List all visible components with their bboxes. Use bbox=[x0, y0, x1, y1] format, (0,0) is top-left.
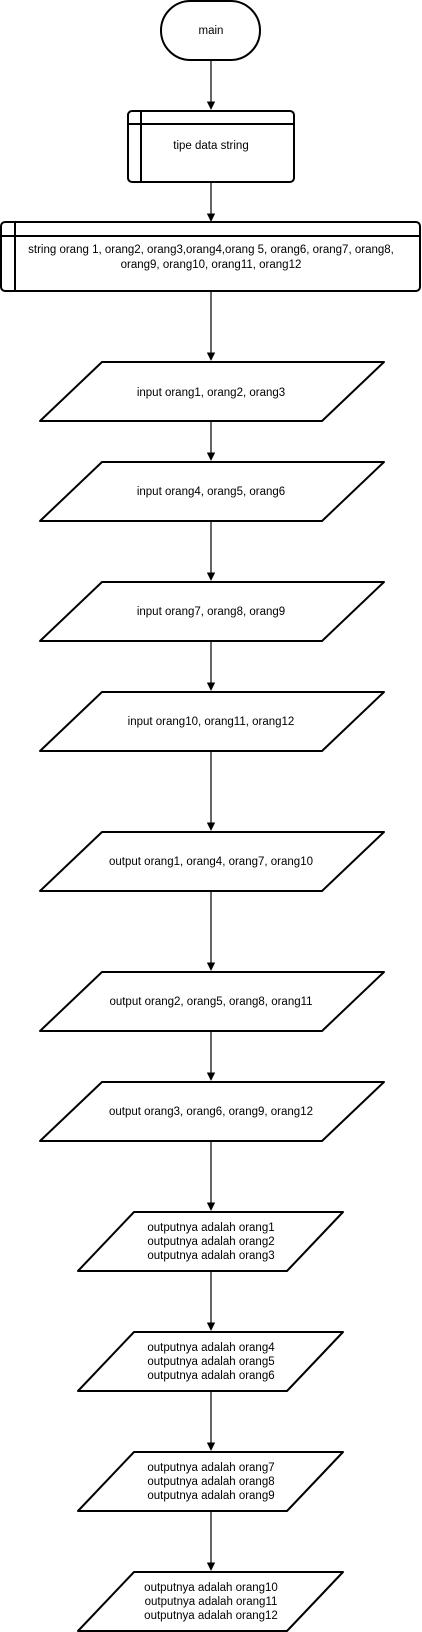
result-4-line-2: outputnya adalah orang11 bbox=[145, 1596, 278, 1608]
start-label: main bbox=[199, 25, 224, 37]
result-node-1: outputnya adalah orang1 outputnya adalah… bbox=[77, 1211, 344, 1272]
result-2-line-2: outputnya adalah orang5 bbox=[147, 1356, 274, 1368]
declaration-shape bbox=[0, 221, 421, 292]
result-2-line-1: outputnya adalah orang4 bbox=[147, 1342, 275, 1354]
input-label-4: input orang10, orang11, orang12 bbox=[128, 716, 295, 728]
output-shape bbox=[39, 1081, 385, 1142]
result-4-line-1: outputnya adalah orang10 bbox=[144, 1582, 278, 1594]
input-node-2: input orang4, orang5, orang6 bbox=[39, 461, 385, 522]
result-1-line-3: outputnya adalah orang3 bbox=[147, 1250, 274, 1262]
input-label-1: input orang1, orang2, orang3 bbox=[137, 387, 285, 399]
result-4-line-3: outputnya adalah orang12 bbox=[144, 1610, 278, 1622]
output-node-3: output orang3, orang6, orang9, orang12 bbox=[39, 1081, 385, 1142]
output-shape bbox=[39, 831, 385, 892]
input-node-4: input orang10, orang11, orang12 bbox=[39, 691, 385, 752]
input-shape bbox=[39, 691, 385, 752]
result-3-line-3: outputnya adalah orang9 bbox=[147, 1490, 274, 1502]
result-shape bbox=[77, 1451, 344, 1512]
declaration-line-1: string orang 1, orang2, orang3,orang4,or… bbox=[28, 244, 394, 256]
output-shape bbox=[39, 971, 385, 1032]
result-1-line-1: outputnya adalah orang1 bbox=[147, 1222, 274, 1234]
result-shape bbox=[77, 1331, 344, 1392]
input-node-3: input orang7, orang8, orang9 bbox=[39, 581, 385, 642]
result-1-line-2: outputnya adalah orang2 bbox=[147, 1236, 274, 1248]
result-3-line-1: outputnya adalah orang7 bbox=[147, 1462, 274, 1474]
input-shape bbox=[39, 461, 385, 522]
input-shape bbox=[39, 581, 385, 642]
input-shape bbox=[39, 361, 385, 422]
terminator-shape bbox=[160, 0, 261, 61]
subroutine-node: tipe data string bbox=[127, 110, 295, 183]
result-node-3: outputnya adalah orang7 outputnya adalah… bbox=[77, 1451, 344, 1512]
input-node-1: input orang1, orang2, orang3 bbox=[39, 361, 385, 422]
output-label-3: output orang3, orang6, orang9, orang12 bbox=[109, 1106, 313, 1118]
output-node-1: output orang1, orang4, orang7, orang10 bbox=[39, 831, 385, 892]
result-2-line-3: outputnya adalah orang6 bbox=[147, 1370, 274, 1382]
output-label-2: output orang2, orang5, orang8, orang11 bbox=[109, 996, 312, 1008]
result-node-2: outputnya adalah orang4 outputnya adalah… bbox=[77, 1331, 344, 1392]
result-3-line-2: outputnya adalah orang8 bbox=[147, 1476, 274, 1488]
declaration-line-2: orang9, orang10, orang11, orang12 bbox=[121, 259, 302, 271]
input-label-3: input orang7, orang8, orang9 bbox=[137, 606, 285, 618]
result-node-4: outputnya adalah orang10 outputnya adala… bbox=[77, 1571, 344, 1632]
output-node-2: output orang2, orang5, orang8, orang11 bbox=[39, 971, 385, 1032]
subroutine-shape bbox=[127, 110, 295, 183]
result-shape bbox=[77, 1211, 344, 1272]
result-shape bbox=[77, 1571, 344, 1632]
input-label-2: input orang4, orang5, orang6 bbox=[137, 486, 285, 498]
declaration-node: string orang 1, orang2, orang3,orang4,or… bbox=[0, 221, 421, 292]
start-terminator: main bbox=[160, 0, 261, 61]
output-label-1: output orang1, orang4, orang7, orang10 bbox=[109, 856, 313, 868]
subroutine-label: tipe data string bbox=[173, 140, 248, 152]
